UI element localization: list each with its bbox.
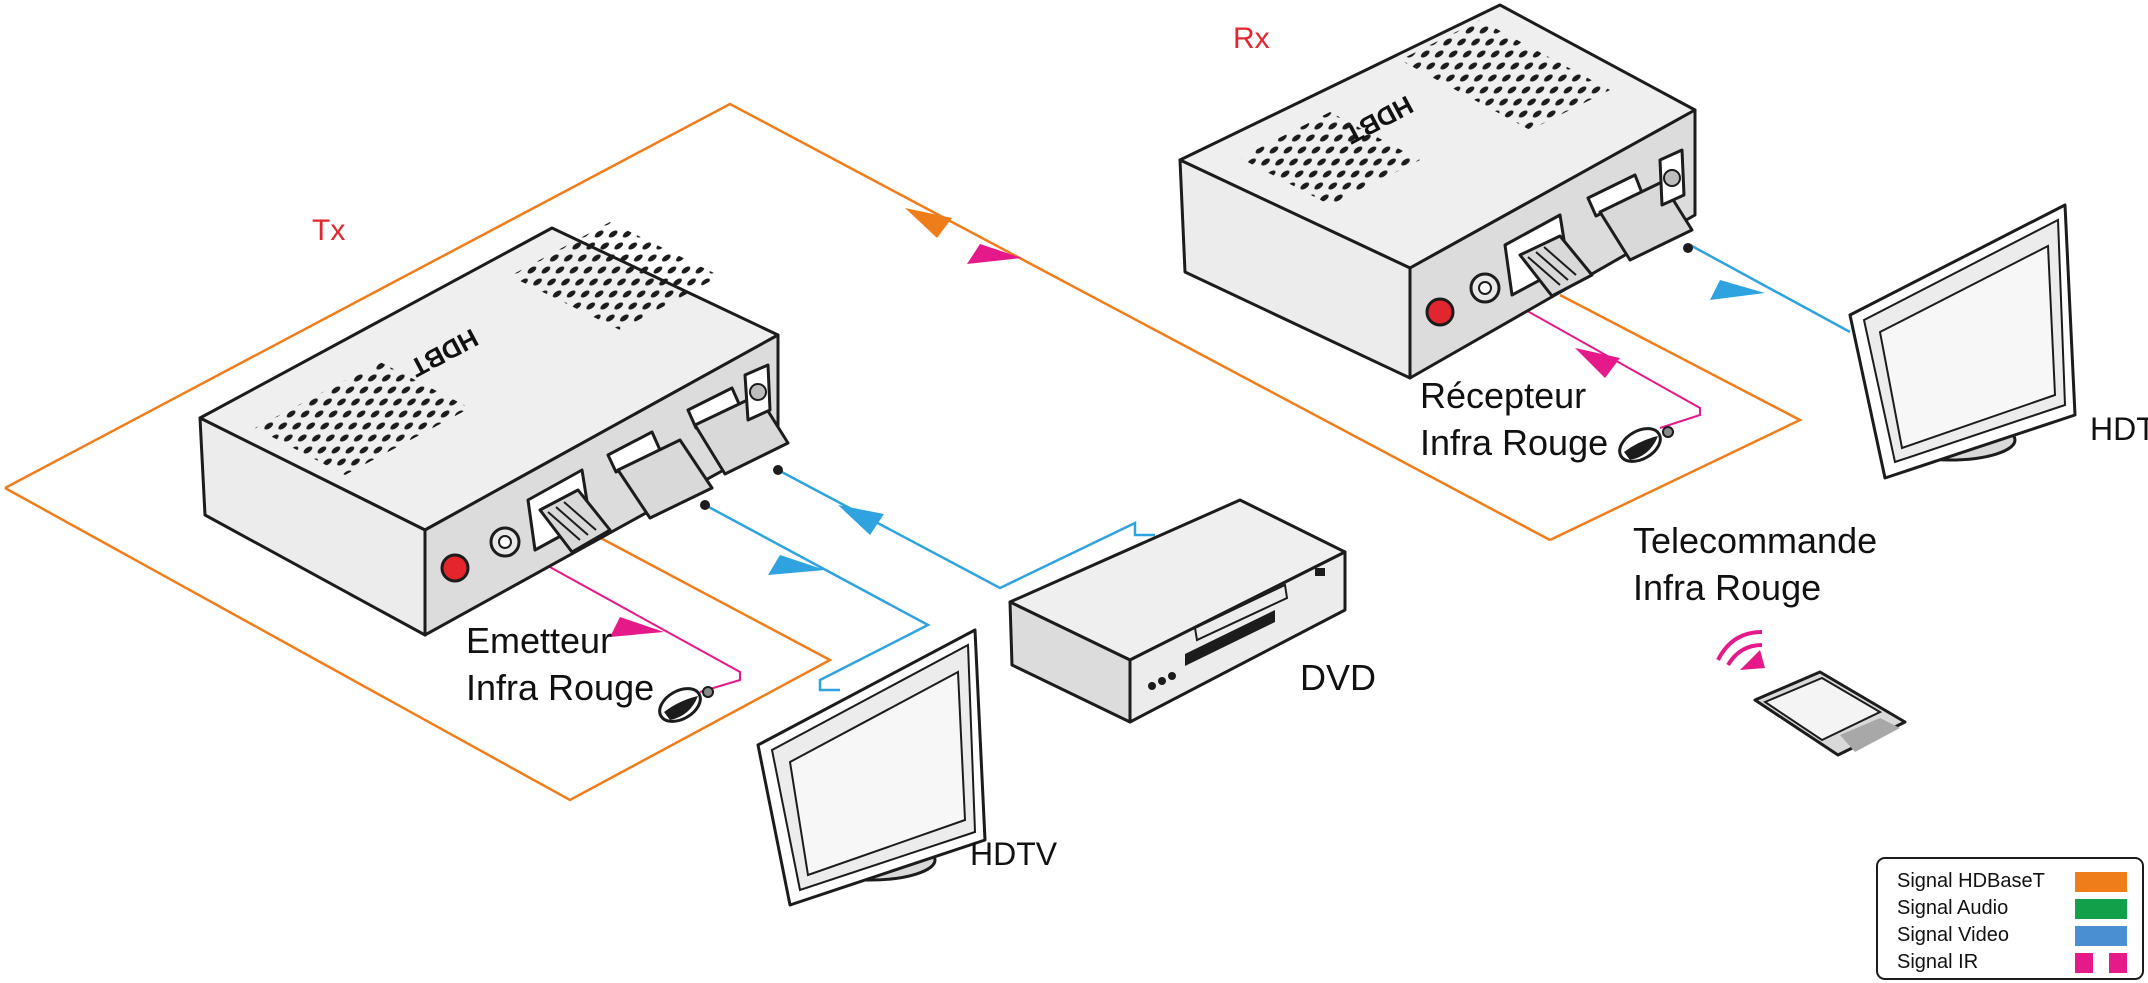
legend-label: Signal Video (1897, 924, 2009, 946)
tx-label: Tx (312, 214, 345, 247)
video-arrow-tv (768, 555, 825, 575)
ir-wave-icon (1716, 630, 1765, 670)
legend-swatch (2075, 872, 2127, 892)
ir-emitter-eye (658, 686, 714, 723)
ir-receiver-eye (1618, 426, 1674, 463)
rx-label: Rx (1233, 22, 1270, 55)
video-arrow-rx (1710, 280, 1765, 300)
dvd-label: DVD (1300, 657, 1376, 698)
receiver-label-line2: Infra Rouge (1420, 422, 1608, 463)
hdtv-left (756, 628, 987, 907)
legend-label: Signal HDBaseT (1897, 870, 2045, 892)
legend-label: Signal Audio (1897, 897, 2008, 919)
legend-swatch (2075, 953, 2093, 973)
receiver-label-line1: Récepteur (1420, 375, 1586, 416)
rx-extender-box: HDBT (1178, 3, 1697, 380)
antenna-icon (743, 363, 772, 422)
legend-swatch (2109, 953, 2127, 973)
remote-label-line2: Infra Rouge (1633, 567, 1821, 608)
legend-label: Signal IR (1897, 951, 1978, 973)
remote-label-line1: Telecommande (1633, 520, 1877, 561)
ir-links (509, 289, 1701, 693)
emitter-label-line1: Emetteur (466, 620, 612, 661)
hdbaset-link (4, 102, 1803, 802)
legend-swatch (2075, 926, 2127, 946)
rj45-port-icon (526, 468, 612, 554)
hdbaset-arrow-orange (905, 208, 952, 238)
power-led-icon (1425, 297, 1455, 327)
video-arrow-dvd (838, 505, 884, 535)
video-links (704, 243, 1851, 692)
emitter-label-line2: Infra Rouge (466, 667, 654, 708)
rj45-port-icon (1503, 213, 1594, 298)
hdtv-right (1848, 203, 2077, 480)
ir-arrow-rx (1575, 348, 1620, 378)
tx-extender-box: HDBT (198, 222, 790, 637)
legend-swatch (2075, 899, 2127, 919)
power-led-icon (440, 553, 470, 583)
hdmi-port-icon (606, 386, 790, 520)
hdtv-left-label: HDTV (970, 836, 1058, 872)
antenna-icon (1658, 148, 1686, 207)
hdbaset-arrow-magenta (967, 244, 1022, 264)
ir-arrow-tx (610, 617, 664, 637)
dvd-player (1008, 498, 1347, 724)
hdtv-right-label: HDTV (2090, 411, 2148, 447)
ir-remote-control (1716, 630, 1907, 757)
